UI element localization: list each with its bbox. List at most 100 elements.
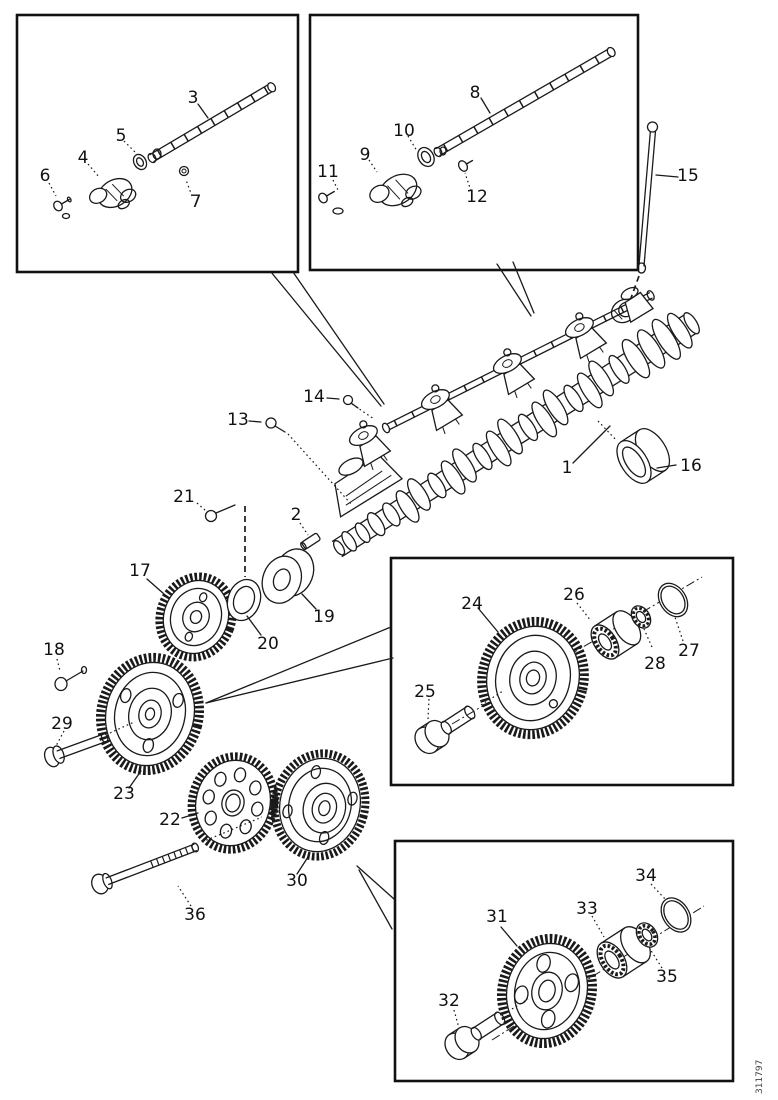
rocker-arm-9 — [369, 173, 422, 208]
rocker-cluster — [492, 348, 536, 399]
bushing-16 — [597, 420, 677, 484]
callout-24: 24 — [461, 594, 483, 614]
callout-8: 8 — [470, 83, 481, 103]
rear-support-bracket — [620, 286, 654, 324]
callout-27: 27 — [678, 641, 700, 661]
callout-29: 29 — [51, 714, 73, 734]
bolt-18 — [54, 658, 88, 692]
callout-21: 21 — [173, 487, 195, 507]
callout-1: 1 — [562, 458, 573, 478]
ring-35 — [635, 922, 659, 948]
bolt-6 — [53, 196, 72, 212]
callout-14: 14 — [303, 387, 325, 407]
bolt-25 — [414, 690, 504, 755]
rocker-cluster — [564, 312, 608, 363]
rocker-shaft-assembly — [334, 286, 655, 518]
callout-28: 28 — [644, 654, 666, 674]
callout-31: 31 — [486, 907, 508, 927]
inset-leader-wedges — [205, 261, 535, 930]
callout-11: 11 — [317, 162, 339, 182]
leader-17 — [146, 578, 165, 595]
ring-10 — [417, 146, 435, 168]
callout-19: 19 — [313, 607, 335, 627]
callout-15: 15 — [677, 166, 699, 186]
callout-2: 2 — [291, 505, 302, 525]
camshaft-1 — [331, 312, 700, 558]
callout-6: 6 — [40, 166, 51, 186]
ring-on-shaft — [152, 148, 162, 160]
rocker-shaft-3 — [147, 82, 277, 164]
gear-23 — [95, 652, 205, 776]
leader-26 — [576, 602, 592, 622]
leader-34 — [650, 883, 667, 901]
leader-27 — [674, 616, 684, 642]
hub-19 — [261, 548, 315, 604]
callout-5: 5 — [116, 126, 127, 146]
callout-23: 23 — [113, 784, 135, 804]
inset-box-rocker-right — [308, 13, 640, 272]
nut-7 — [178, 165, 190, 177]
bearing-33 — [596, 926, 651, 979]
leader-19 — [301, 593, 317, 610]
callout-13: 13 — [227, 410, 249, 430]
callout-25: 25 — [414, 682, 436, 702]
callout-20: 20 — [257, 634, 279, 654]
leader-24 — [477, 607, 499, 633]
figure-code: 311797 — [755, 1060, 765, 1094]
callout-33: 33 — [576, 899, 598, 919]
bolt-14 — [326, 394, 375, 420]
shaft-end-ring — [439, 146, 447, 156]
callout-17: 17 — [129, 561, 151, 581]
gear-22 — [187, 752, 279, 854]
callout-30: 30 — [286, 871, 308, 891]
gear-30 — [270, 749, 370, 861]
bolt-32 — [444, 998, 529, 1061]
callout-18: 18 — [43, 640, 65, 660]
leader-35 — [649, 948, 663, 969]
leader-22 — [181, 812, 199, 819]
callout-7: 7 — [191, 192, 202, 212]
bolt-11 — [318, 190, 335, 204]
callout-35: 35 — [656, 967, 678, 987]
rocker-shaft-8 — [433, 46, 616, 158]
callout-10: 10 — [393, 121, 415, 141]
ring-28 — [630, 605, 652, 629]
rocker-cluster — [348, 420, 392, 471]
snap-ring-34 — [660, 897, 692, 933]
leader-33 — [591, 915, 605, 938]
inset-drive-gear-art — [444, 883, 705, 1061]
bolt-21 — [196, 502, 246, 577]
bolt-29 — [43, 721, 135, 768]
callout-4: 4 — [78, 148, 89, 168]
gear-17 — [155, 572, 237, 662]
washer-20 — [226, 578, 262, 622]
key-2 — [300, 532, 321, 551]
rocker-arm-4 — [88, 177, 137, 210]
leader-20 — [246, 615, 262, 636]
leader-30 — [296, 856, 309, 875]
inset-box-drive-gear — [393, 839, 735, 1083]
leader-31 — [500, 926, 518, 947]
callout-34: 34 — [635, 866, 657, 886]
callout-3: 3 — [188, 88, 199, 108]
callout-9: 9 — [360, 145, 371, 165]
snap-ring-27 — [657, 582, 689, 618]
leader-1 — [572, 425, 611, 464]
leader-23 — [128, 770, 142, 789]
callout-26: 26 — [563, 585, 585, 605]
inset-box-idler-gear — [389, 556, 735, 787]
gear-24 — [477, 616, 589, 740]
callout-16: 16 — [680, 456, 702, 476]
callout-32: 32 — [438, 991, 460, 1011]
gear-31 — [496, 933, 598, 1049]
clip-11 — [332, 207, 344, 215]
washer-5 — [132, 153, 148, 171]
rocker-cluster — [420, 384, 464, 435]
callout-labels: 1234567891011121314151617181920212223242… — [40, 83, 702, 1011]
bolt-36 — [91, 816, 263, 907]
inset-rocker-right-art — [318, 46, 616, 215]
inset-rocker-left-art — [48, 82, 277, 220]
inset-box-rocker-left — [15, 13, 300, 274]
